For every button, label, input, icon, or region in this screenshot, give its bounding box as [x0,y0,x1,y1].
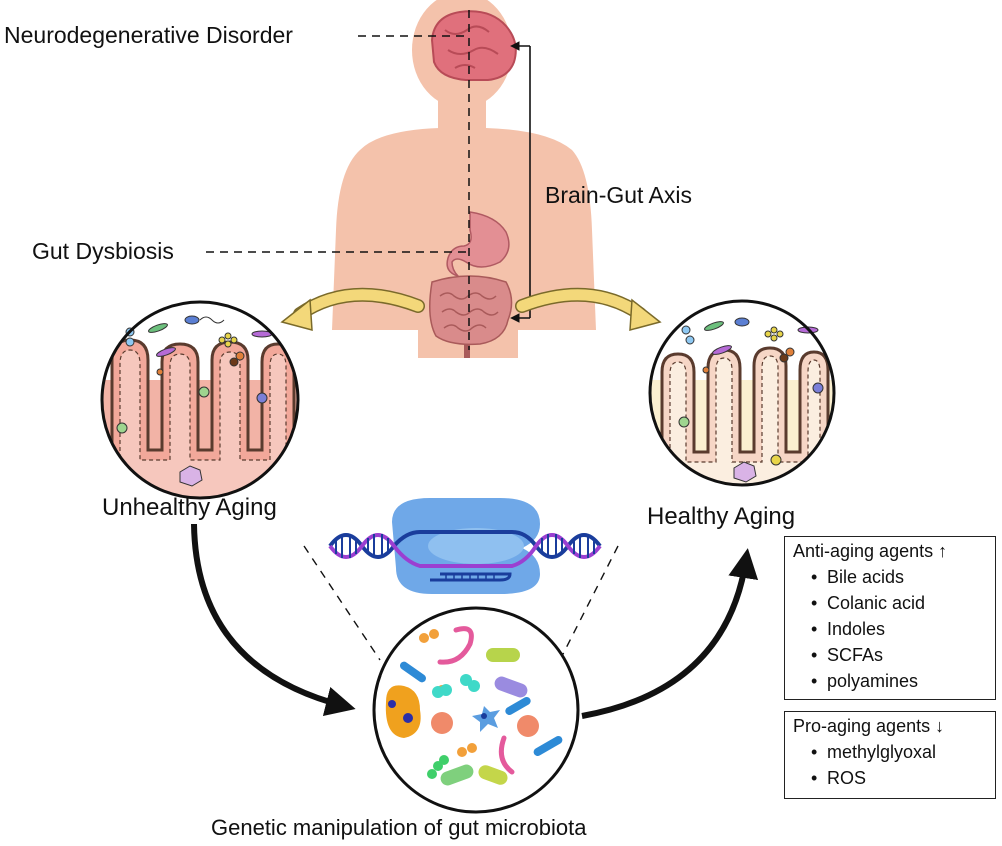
list-item: SCFAs [811,642,995,668]
healthy-aging-label: Healthy Aging [647,503,796,530]
brain-gut-axis-arrow [510,41,531,323]
list-item: ROS [811,765,995,791]
intestine-icon [429,275,513,358]
arrow-to-healthy-aging [581,548,759,719]
anti-aging-list: Bile acids Colanic acid Indoles SCFAs po… [785,564,995,694]
genetic-manipulation-label: Genetic manipulation of gut microbiota [211,815,587,840]
pro-aging-agents-box: Pro-aging agents ↓ methylglyoxal ROS [784,711,996,799]
list-item: Indoles [811,616,995,642]
unhealthy-villi-icon [100,300,300,500]
neurodegenerative-label: Neurodegenerative Disorder [4,22,293,48]
gut-dysbiosis-label: Gut Dysbiosis [32,238,174,264]
healthy-villi-icon [648,299,836,487]
bacteria-icon [372,606,580,814]
pro-aging-title: Pro-aging agents ↓ [793,716,945,736]
dna-icon [328,530,602,582]
brain-icon [430,10,517,81]
anti-aging-agents-box: Anti-aging agents ↑ Bile acids Colanic a… [784,536,996,700]
yellow-arrow-left [280,287,425,331]
cas9-protein-icon [392,498,540,594]
list-item: polyamines [811,668,995,694]
yellow-arrow-right [515,287,662,331]
unhealthy-aging-label: Unhealthy Aging [102,494,277,521]
pro-aging-list: methylglyoxal ROS [785,739,995,791]
list-item: methylglyoxal [811,739,995,765]
arrow-to-manipulation [191,523,356,717]
stomach-icon [446,211,510,278]
brain-gut-axis-label: Brain-Gut Axis [545,182,692,208]
list-item: Bile acids [811,564,995,590]
list-item: Colanic acid [811,590,995,616]
anti-aging-title: Anti-aging agents ↑ [793,541,948,561]
